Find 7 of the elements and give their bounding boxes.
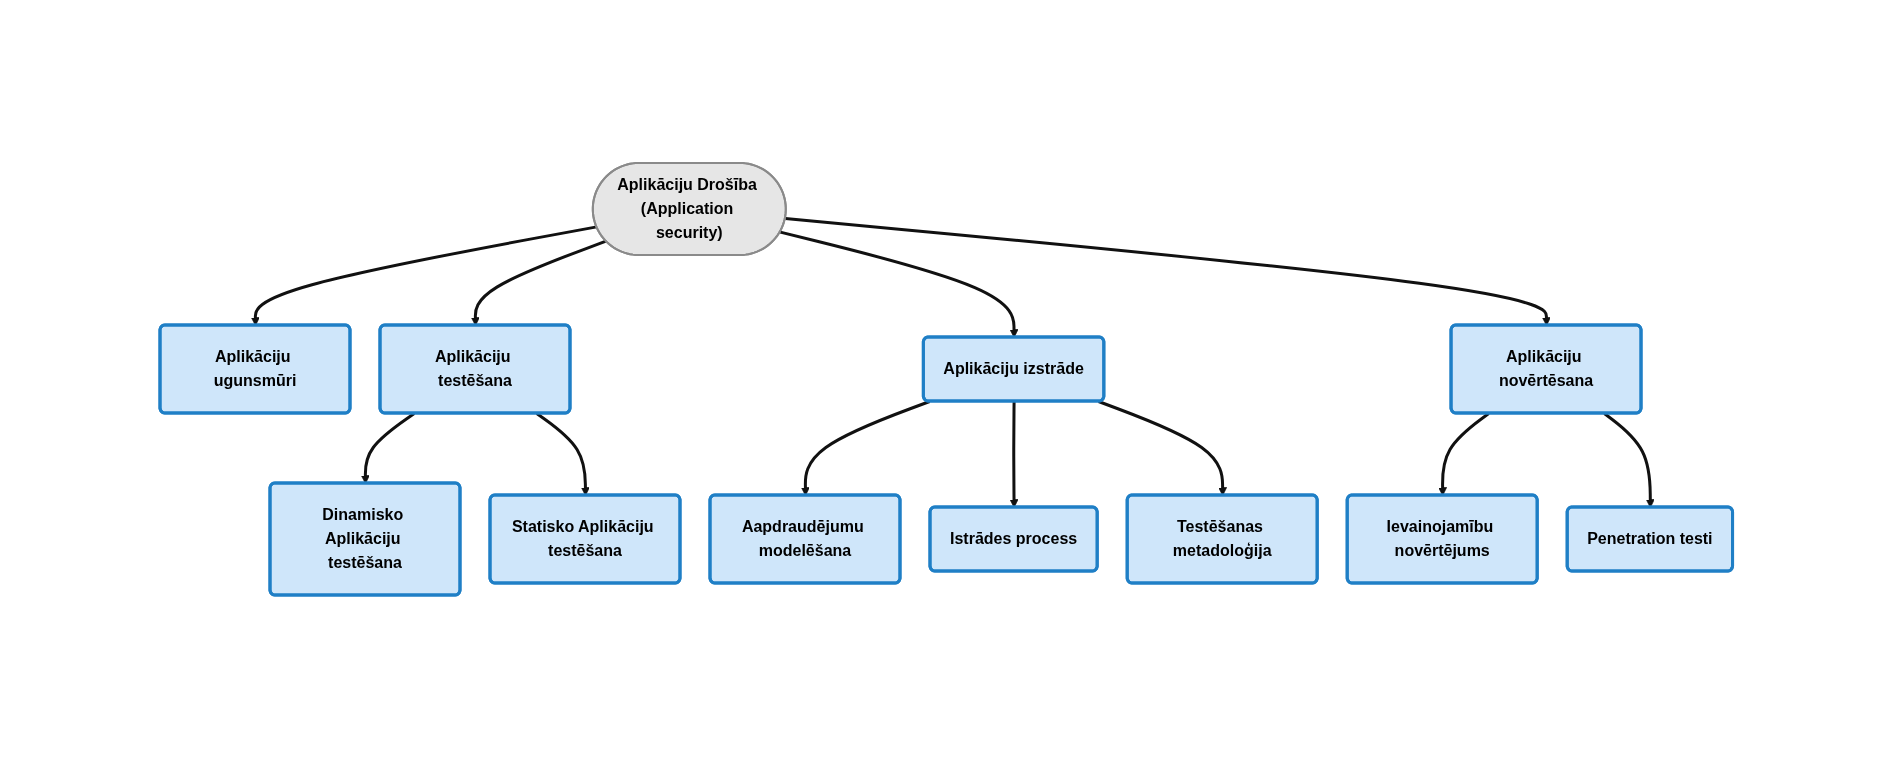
arrow — [470, 239, 607, 326]
arrow — [800, 400, 930, 496]
arrow — [1097, 400, 1227, 496]
arrow — [779, 230, 1019, 338]
arrow — [784, 217, 1551, 326]
arrow — [1009, 401, 1019, 508]
arrow — [250, 225, 597, 326]
